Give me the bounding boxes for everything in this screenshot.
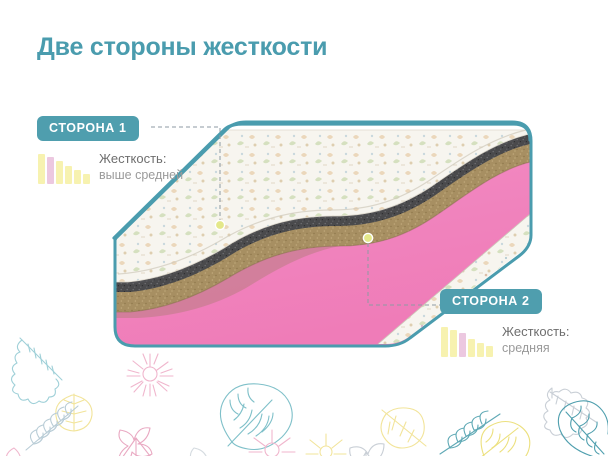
leaf-starburst-bottom (248, 429, 296, 456)
hardness-value-side-1: выше средней (99, 168, 184, 183)
hardness-bar-2 (47, 157, 54, 184)
hardness-label-side-1: Жесткость: (99, 151, 167, 166)
leaf-monstera-yellow (480, 420, 531, 456)
hardness-bar-4 (65, 165, 72, 184)
hardness-value-side-2: средняя (502, 341, 550, 356)
hardness-bars-icon-side-1 (38, 153, 90, 184)
callout-side-2: СТОРОНА 2 Жесткость: средняя (440, 289, 569, 357)
leaf-simple-yellow-left (55, 393, 93, 432)
hardness-bar-6 (83, 174, 90, 184)
hardness-bar-1 (441, 326, 448, 357)
hardness-bar-3 (56, 161, 63, 184)
hardness-bar-4 (468, 338, 475, 357)
leaf-caterpillar-grey (543, 387, 597, 439)
mattress-outline (113, 120, 533, 348)
leaf-pale-upper-left (189, 447, 207, 456)
leaf-monstera-center (219, 383, 293, 451)
hardness-bar-5 (74, 170, 81, 184)
leaf-pair-pink-left (5, 447, 21, 456)
leaf-starburst-yellow (305, 433, 347, 456)
hardness-label-side-2: Жесткость: (502, 324, 570, 339)
leaf-oak-left (10, 337, 63, 405)
page-title: Две стороны жесткости (37, 33, 328, 61)
mattress-side-panel (377, 213, 531, 345)
hardness-bar-3 (459, 332, 466, 357)
leaf-small-grey (349, 443, 385, 456)
badge-side-1[interactable]: СТОРОНА 1 (37, 116, 139, 141)
callout-side-1: СТОРОНА 1 Жесткость: выше средней (37, 116, 183, 184)
leaf-fern-bluegrey (25, 401, 79, 451)
hardness-bar-2 (450, 330, 457, 357)
badge-side-2[interactable]: СТОРОНА 2 (440, 289, 542, 314)
leaf-veined-yellow (380, 407, 427, 449)
hardness-bar-1 (38, 153, 45, 184)
hardness-bar-6 (486, 346, 493, 357)
leaf-maple-pink (118, 427, 153, 456)
hardness-bars-icon-side-2 (441, 326, 493, 357)
leaf-fern-teal-far-right (557, 400, 608, 456)
hardness-bar-5 (477, 342, 484, 357)
leaf-fern-teal-right (439, 410, 501, 455)
